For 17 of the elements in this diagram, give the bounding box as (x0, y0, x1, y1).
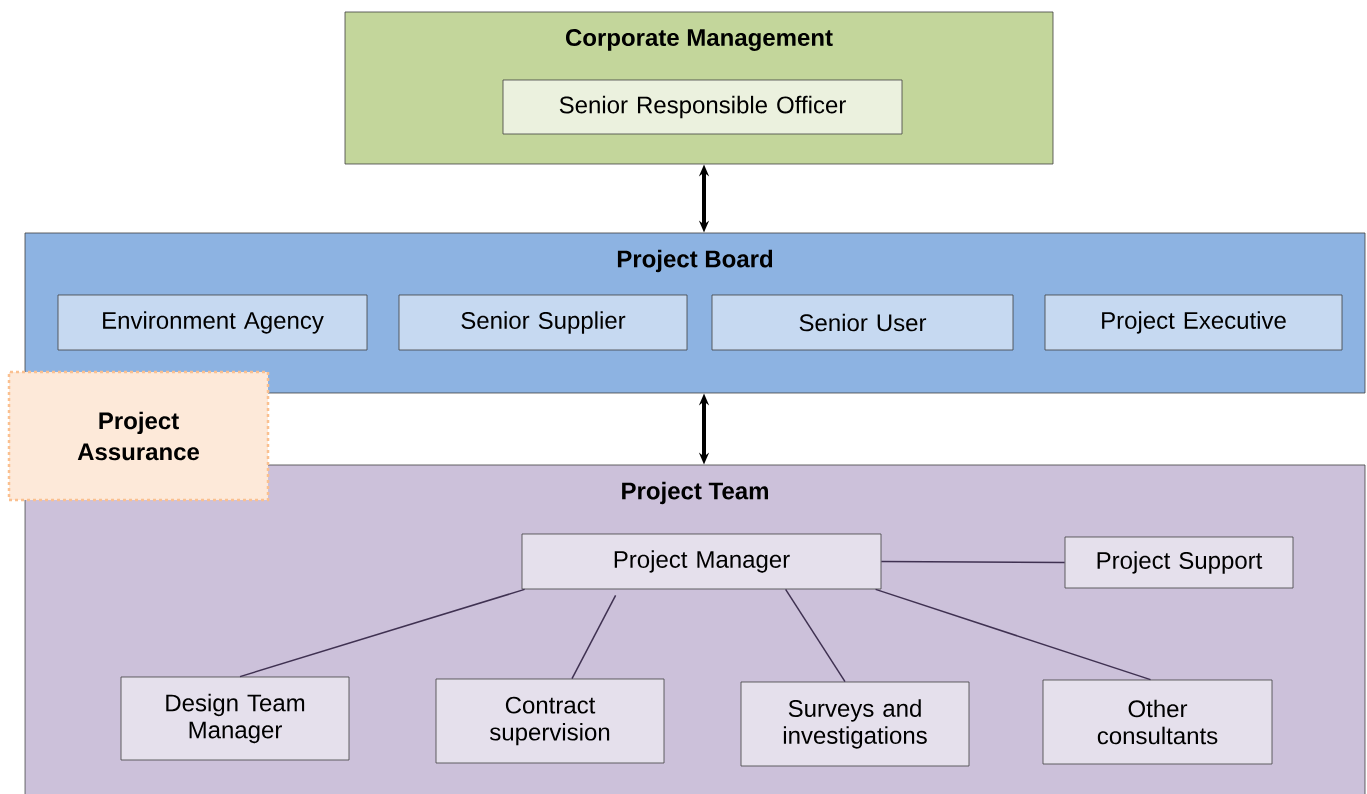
connector (239, 588, 526, 678)
connector (784, 588, 846, 683)
role-box: Contract supervision (435, 678, 665, 764)
role-box: Senior User (711, 294, 1014, 351)
connector (880, 560, 1066, 564)
role-box: Project Support (1064, 536, 1294, 589)
role-box: Project Manager (521, 533, 882, 590)
role-box: Design Team Manager (120, 676, 350, 761)
connector (571, 594, 617, 680)
role-box: Project Executive (1044, 294, 1343, 351)
role-box: Environment Agency (57, 294, 368, 351)
role-box: Surveys and investigations (740, 681, 970, 767)
role-box: Senior Supplier (398, 294, 688, 351)
role-box: Senior Responsible Officer (502, 79, 903, 135)
connector (874, 588, 1152, 681)
assurance-box: Project Assurance (7, 370, 270, 502)
role-box: Other consultants (1042, 679, 1273, 765)
